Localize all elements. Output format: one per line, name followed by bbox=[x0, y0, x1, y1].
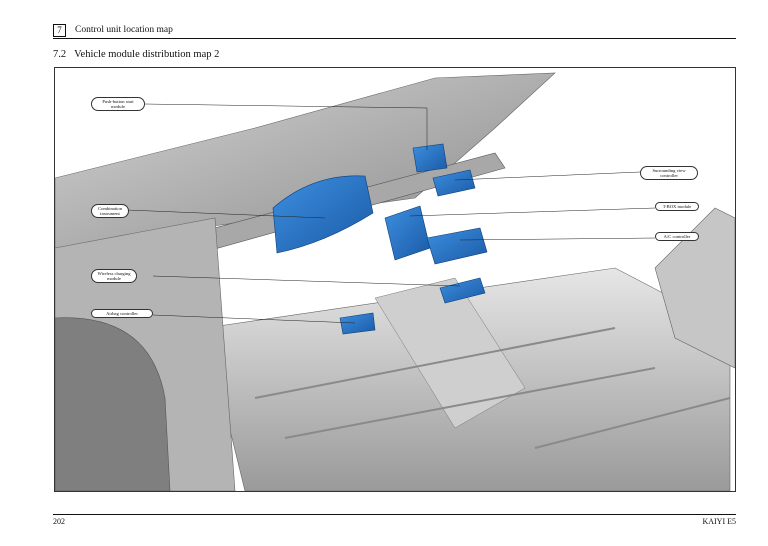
module-tbox bbox=[384, 205, 431, 261]
module-push-button-start bbox=[412, 143, 448, 173]
section-title: 7.2 Vehicle module distribution map 2 bbox=[53, 48, 219, 61]
vehicle-module-figure: Push-button start module Combination ins… bbox=[54, 67, 736, 492]
chapter-number-box: 7 bbox=[53, 24, 66, 37]
module-airbag bbox=[339, 312, 376, 335]
module-wireless-charging bbox=[439, 277, 486, 304]
callout-airbag: Airbag controller bbox=[91, 309, 153, 319]
header-rule bbox=[53, 38, 736, 39]
page-header: 7 Control unit location map bbox=[53, 24, 736, 40]
callout-wireless-charging: Wireless charging module bbox=[91, 269, 137, 284]
footer-rule bbox=[53, 514, 736, 515]
callout-push-button-start: Push-button start module bbox=[91, 97, 145, 112]
section-title-text: Vehicle module distribution map 2 bbox=[74, 49, 220, 60]
chapter-title: Control unit location map bbox=[75, 25, 173, 35]
section-number: 7.2 bbox=[53, 49, 67, 60]
page-number: 202 bbox=[53, 517, 65, 526]
callout-combination-instrument: Combination instrument bbox=[91, 204, 129, 219]
module-surround-view bbox=[432, 169, 476, 197]
module-combination-instrument bbox=[272, 175, 374, 254]
vehicle-body-illustration bbox=[55, 72, 735, 491]
callout-tbox: T-BOX module bbox=[655, 202, 699, 212]
module-ac-controller bbox=[426, 227, 488, 265]
footer-brand: KAIYI E5 bbox=[702, 517, 736, 526]
callout-ac-controller: A/C controller bbox=[655, 232, 699, 242]
callout-surround-view: Surrounding view controller bbox=[640, 166, 698, 181]
